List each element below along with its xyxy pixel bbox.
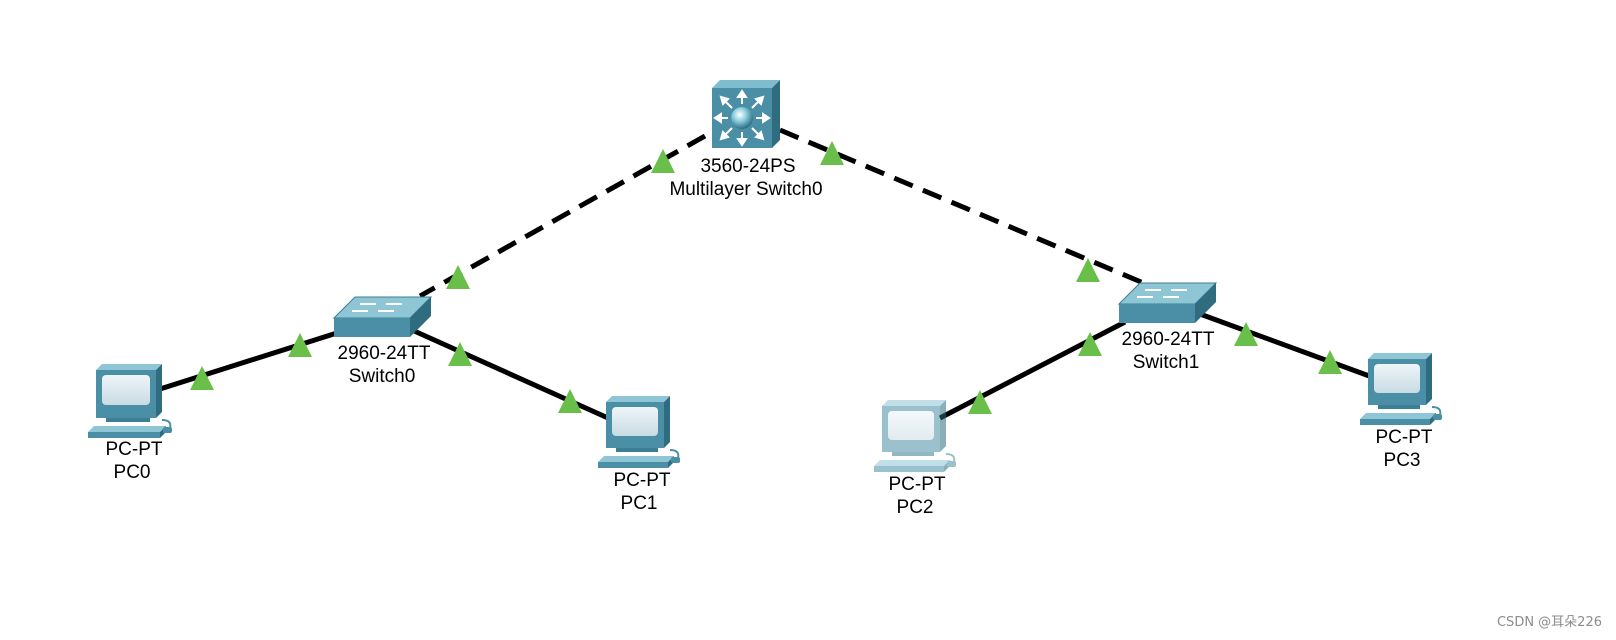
device-model-label: 2960-24TT: [338, 343, 431, 364]
links-layer: [159, 127, 1373, 421]
watermark-text: CSDN @耳朵226: [1496, 615, 1602, 630]
link-up-indicator: [190, 366, 214, 390]
link-up-indicator: [448, 342, 472, 366]
device-model-label: PC-PT: [889, 474, 946, 495]
device-switch1[interactable]: 2960-24TT Switch1: [1117, 282, 1218, 373]
switch-icon: [1117, 282, 1218, 323]
link-up-indicator: [1076, 258, 1100, 282]
device-name-label: PC3: [1384, 450, 1421, 471]
link-up-indicator: [446, 265, 470, 289]
device-model-label: PC-PT: [614, 470, 671, 491]
device-name-label: Switch1: [1133, 352, 1200, 373]
device-pc1[interactable]: PC-PT PC1: [598, 396, 680, 514]
device-model-label: 3560-24PS: [700, 156, 795, 177]
link-up-indicator: [558, 389, 582, 413]
link-up-indicator: [820, 141, 844, 165]
link-up-indicator: [1318, 350, 1342, 374]
link-up-indicator: [288, 333, 312, 357]
device-name-label: PC0: [114, 462, 151, 483]
device-model-label: PC-PT: [106, 439, 163, 460]
device-pc0[interactable]: PC-PT PC0: [88, 364, 172, 483]
device-switch0[interactable]: 2960-24TT Switch0: [332, 296, 433, 387]
link-up-indicator: [651, 149, 675, 173]
link-status-layer: [190, 141, 1342, 414]
link-switch1-pc2[interactable]: [938, 319, 1127, 421]
link-mls0-switch1[interactable]: [779, 127, 1161, 293]
link-switch0-pc1[interactable]: [410, 327, 610, 421]
device-name-label: PC1: [621, 493, 658, 514]
link-switch1-pc3[interactable]: [1199, 311, 1373, 380]
pc-icon: [598, 396, 680, 468]
link-up-indicator: [968, 390, 992, 414]
device-pc3[interactable]: PC-PT PC3: [1360, 353, 1442, 471]
device-name-label: PC2: [897, 497, 934, 518]
link-switch0-pc0[interactable]: [159, 329, 341, 392]
pc-icon: [1360, 353, 1442, 425]
device-model-label: 2960-24TT: [1122, 329, 1215, 350]
link-mls0-switch0[interactable]: [418, 133, 707, 299]
device-model-label: PC-PT: [1376, 427, 1433, 448]
link-up-indicator: [1078, 332, 1102, 356]
link-up-indicator: [1234, 322, 1258, 346]
pc-icon: [88, 364, 172, 438]
pc-icon: [874, 400, 956, 472]
device-pc2[interactable]: PC-PT PC2: [874, 400, 956, 518]
multilayer-switch-icon: [712, 80, 780, 148]
device-multilayer-switch0[interactable]: 3560-24PS Multilayer Switch0: [669, 80, 823, 200]
device-name-label: Switch0: [349, 366, 416, 387]
switch-icon: [332, 296, 433, 337]
device-name-label: Multilayer Switch0: [669, 179, 822, 200]
